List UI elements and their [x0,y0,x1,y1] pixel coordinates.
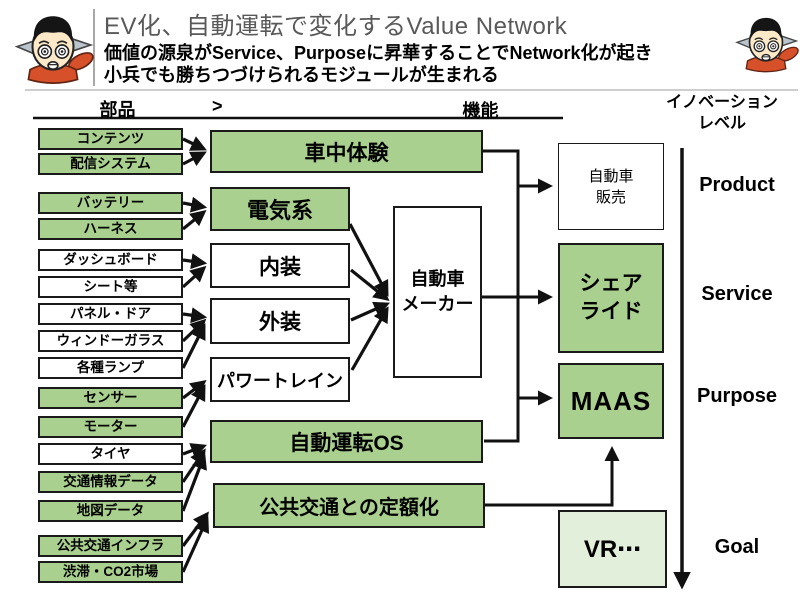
part-item: 各種ランプ [38,357,183,379]
part-item: タイヤ [38,443,183,465]
part-item: コンテンツ [38,128,183,150]
subtitle-line-2: 小兵でも勝ちつづけられるモジュールが生まれる [104,65,499,85]
part-item: バッテリー [38,192,183,214]
function-box-interior: 内装 [210,243,350,288]
routing-to-outcomes [482,149,620,507]
functions-to-maker-arrows [348,223,390,371]
innovation-level-line2: レベル [697,115,746,132]
innovation-level-label: イノベーション レベル [648,92,796,134]
share-ride-line1: シェア [579,272,643,295]
function-box-electric: 電気系 [210,187,350,231]
page-title: EV化、自動運転で変化するValue Network [104,13,568,40]
mascot-icon-left [14,16,94,84]
function-box-powertrain: パワートレイン [210,357,350,402]
part-item: センサー [38,387,183,409]
function-box-autonomous-os: 自動運転OS [210,420,483,463]
car-maker-line2: メーカー [401,294,474,314]
axis-label-functions: 機能 [462,101,499,121]
outcome-box-car-sales: 自動車 販売 [558,143,664,230]
level-label-purpose: Purpose [696,385,778,407]
part-item: ダッシュボード [38,249,183,271]
outcome-box-maas: MAAS [558,363,664,439]
part-item: 地図データ [38,500,183,522]
outcome-box-vr: VR⋯ [558,510,667,588]
car-maker-box: 自動車 メーカー [393,206,482,378]
part-item: ウィンドーガラス [38,330,183,352]
share-ride-line2: ライド [579,300,643,323]
subtitle-line-1: 価値の源泉がService、Purposeに昇華することでNetwork化が起き [104,43,653,63]
part-item: 交通情報データ [38,471,183,493]
part-item: シート等 [38,276,183,298]
function-box-exterior: 外装 [210,298,350,344]
part-item: 公共交通インフラ [38,535,183,557]
level-label-goal: Goal [714,536,760,558]
outcome-box-share-ride: シェア ライド [558,243,664,353]
axis-separator: > [212,96,223,116]
level-label-service: Service [701,283,773,305]
innovation-level-line1: イノベーション [666,94,778,111]
part-item: ハーネス [38,218,183,240]
mascot-icon-right [735,17,799,73]
level-label-product: Product [699,174,775,196]
part-item: モーター [38,416,183,438]
part-item: パネル・ドア [38,303,183,325]
parts-to-functions-arrows [181,136,210,573]
function-box-experience: 車中体験 [210,130,483,173]
car-sales-line1: 自動車 [588,167,634,185]
car-maker-line1: 自動車 [410,269,465,289]
function-box-public-transport-subscription: 公共交通との定額化 [213,483,485,528]
part-item: 配信システム [38,153,183,175]
axis-label-parts: 部品 [99,100,136,120]
part-item: 渋滞・CO2市場 [38,561,183,583]
car-sales-line2: 販売 [595,188,626,206]
